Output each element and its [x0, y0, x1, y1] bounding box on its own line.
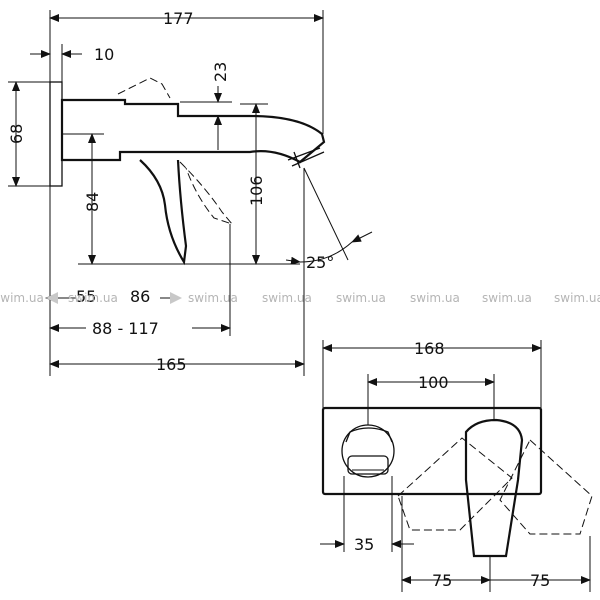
wall-plate — [49, 81, 63, 187]
watermark-arrows — [46, 292, 182, 304]
dim-plate-height: 68 — [7, 124, 26, 144]
watermark-row: swim.ua swim.ua swim.ua swim.ua swim.ua … — [0, 291, 600, 305]
dim-spout-height: 106 — [247, 175, 266, 206]
dim-angle: 25° — [306, 253, 334, 272]
dim-plate-width: 168 — [414, 339, 445, 358]
watermark-text: swim.ua — [68, 291, 118, 305]
watermark-text: swim.ua — [410, 291, 460, 305]
dim-plate-thickness: 10 — [94, 45, 114, 64]
dim-handle-offset: 23 — [211, 62, 230, 82]
dim-handle-clear-min: 55 — [76, 287, 96, 306]
watermark-text: swim.ua — [188, 291, 238, 305]
watermark-text: swim.ua — [262, 291, 312, 305]
dim-swing-left: 75 — [432, 571, 452, 590]
handle-ghost-top — [117, 77, 171, 99]
handle-ghost-right — [179, 161, 234, 226]
watermark-text: swim.ua — [482, 291, 532, 305]
dim-total-depth: 177 — [163, 9, 194, 28]
side-view: 177 10 23 68 106 84 25° — [7, 9, 373, 376]
dim-outlet-offset: 35 — [354, 535, 374, 554]
dim-swing-right: 75 — [530, 571, 550, 590]
watermark-text: swim.ua — [554, 291, 600, 305]
front-plate — [321, 406, 543, 496]
swing-ghost-right — [499, 439, 593, 535]
front-handle — [464, 418, 524, 558]
dim-handle-clear-max: 86 — [130, 287, 150, 306]
dim-spout-reach: 165 — [156, 355, 187, 374]
watermark-text: swim.ua — [336, 291, 386, 305]
dim-center-distance: 100 — [418, 373, 449, 392]
watermark-text: swim.ua — [0, 291, 44, 305]
swing-ghost-left — [397, 437, 513, 531]
handle-lever — [139, 159, 188, 266]
spout-body — [60, 98, 326, 164]
aerator — [287, 147, 325, 169]
dim-handle-height: 84 — [83, 192, 102, 212]
dim-spout-reach-range: 88 - 117 — [92, 319, 159, 338]
front-view: 168 100 35 75 75 — [320, 339, 593, 592]
